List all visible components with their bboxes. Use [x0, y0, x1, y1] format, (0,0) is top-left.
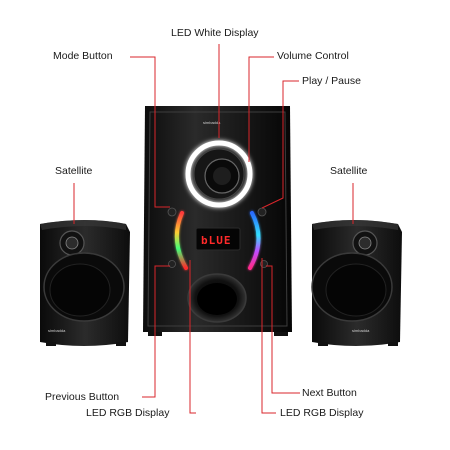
label-led-rgb-display-left: LED RGB Display — [86, 407, 170, 419]
play-pause-button[interactable] — [257, 207, 267, 217]
subwoofer: simbadda bLUE — [143, 106, 292, 336]
label-led-white-display: LED White Display — [171, 27, 259, 39]
label-previous-button: Previous Button — [45, 391, 120, 403]
label-volume-control: Volume Control — [277, 50, 349, 62]
leader-rgb-right — [261, 258, 276, 414]
leader-previous — [142, 265, 170, 398]
leader-rgb-left — [189, 260, 196, 414]
label-mode-button: Mode Button — [53, 50, 113, 62]
label-led-rgb-display-right: LED RGB Display — [280, 407, 364, 419]
led-display-readout: bLUE — [201, 234, 232, 247]
led-white-ring — [185, 140, 253, 208]
leader-lines — [73, 44, 354, 414]
led-display-panel — [195, 227, 241, 251]
leader-mode — [130, 56, 170, 208]
satellite-left-brand: simbadda — [48, 328, 66, 333]
label-next-button: Next Button — [302, 387, 357, 399]
leader-play-pause — [261, 80, 299, 209]
satellite-right-brand: simbadda — [352, 328, 370, 333]
led-rgb-left-arc — [174, 211, 188, 270]
label-play-pause: Play / Pause — [302, 75, 361, 87]
subwoofer-brand: simbadda — [203, 120, 221, 125]
led-rgb-right-arc — [248, 211, 261, 270]
satellite-right-speaker: simbadda — [311, 220, 402, 346]
mode-button[interactable] — [167, 207, 177, 217]
satellite-left-speaker: simbadda — [40, 220, 130, 346]
label-satellite-left: Satellite — [55, 165, 93, 177]
leader-next — [266, 265, 300, 394]
label-satellite-right: Satellite — [330, 165, 368, 177]
leader-volume — [248, 56, 274, 162]
previous-button[interactable] — [168, 260, 176, 268]
